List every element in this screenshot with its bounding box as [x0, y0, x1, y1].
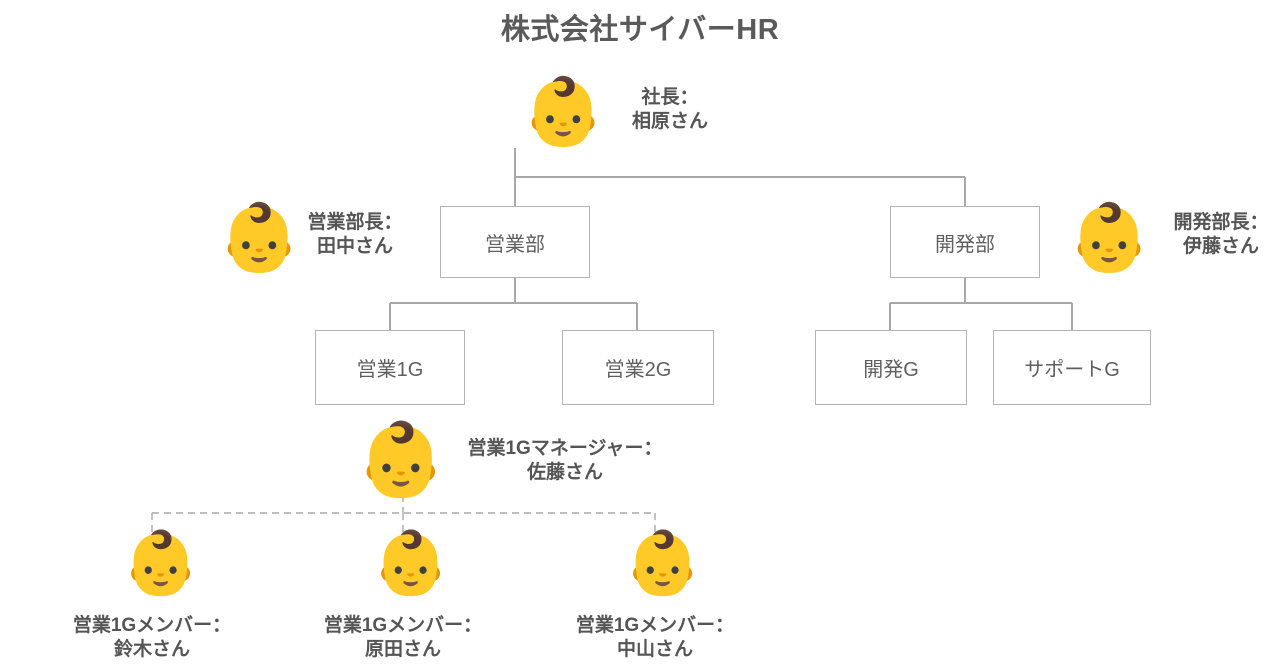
- person-sales-1g-manager-role: 営業1Gマネージャー：: [467, 438, 663, 459]
- person-sales-1g-member-suzuki-label: 営業1Gメンバー： 鈴木さん: [23, 614, 281, 662]
- person-sales-dept-head-role: 営業部長：: [307, 212, 403, 233]
- baby-face-icon: 👶: [122, 529, 200, 598]
- person-president-role: 社長：: [641, 87, 699, 108]
- baby-face-icon: 👶: [624, 529, 702, 598]
- node-sales-dept[interactable]: 営業部: [440, 206, 590, 278]
- baby-face-icon: 👶: [356, 420, 446, 500]
- person-sales-1g-member-harada-role: 営業1Gメンバー：: [323, 615, 483, 636]
- person-sales-1g-member-suzuki-name: 鈴木さん: [113, 638, 190, 660]
- person-dev-dept-head-name: 伊藤さん: [1182, 235, 1259, 257]
- baby-face-icon: 👶: [1068, 200, 1151, 274]
- baby-face-icon: 👶: [372, 529, 450, 598]
- node-sales-1g[interactable]: 営業1G: [315, 330, 465, 405]
- person-sales-1g-member-nakayama-role: 営業1Gメンバー：: [575, 615, 735, 636]
- person-president-name: 相原さん: [631, 110, 708, 132]
- node-sales-2g[interactable]: 営業2G: [562, 330, 714, 405]
- baby-face-icon: 👶: [522, 74, 605, 148]
- person-sales-dept-head-name: 田中さん: [316, 235, 393, 257]
- person-sales-1g-member-harada-label: 営業1Gメンバー： 原田さん: [274, 614, 532, 662]
- person-dev-dept-head-role: 開発部長：: [1173, 212, 1269, 233]
- person-sales-dept-head-label: 営業部長： 田中さん: [287, 211, 423, 259]
- person-sales-1g-member-nakayama-label: 営業1Gメンバー： 中山さん: [526, 614, 784, 662]
- person-president-label: 社長： 相原さん: [600, 86, 740, 134]
- node-dev-dept[interactable]: 開発部: [890, 206, 1040, 278]
- person-sales-1g-member-suzuki-role: 営業1Gメンバー：: [72, 615, 232, 636]
- node-support-g[interactable]: サポートG: [993, 330, 1151, 405]
- person-dev-dept-head-label: 開発部長： 伊藤さん: [1148, 211, 1280, 259]
- page-title: 株式会社サイバーHR: [500, 14, 780, 46]
- person-sales-1g-member-nakayama-name: 中山さん: [616, 638, 693, 660]
- node-dev-g[interactable]: 開発G: [815, 330, 967, 405]
- person-sales-1g-manager-name: 佐藤さん: [526, 461, 603, 483]
- person-sales-1g-member-harada-name: 原田さん: [364, 638, 441, 660]
- person-sales-1g-manager-label: 営業1Gマネージャー： 佐藤さん: [437, 437, 693, 485]
- baby-face-icon: 👶: [218, 200, 301, 274]
